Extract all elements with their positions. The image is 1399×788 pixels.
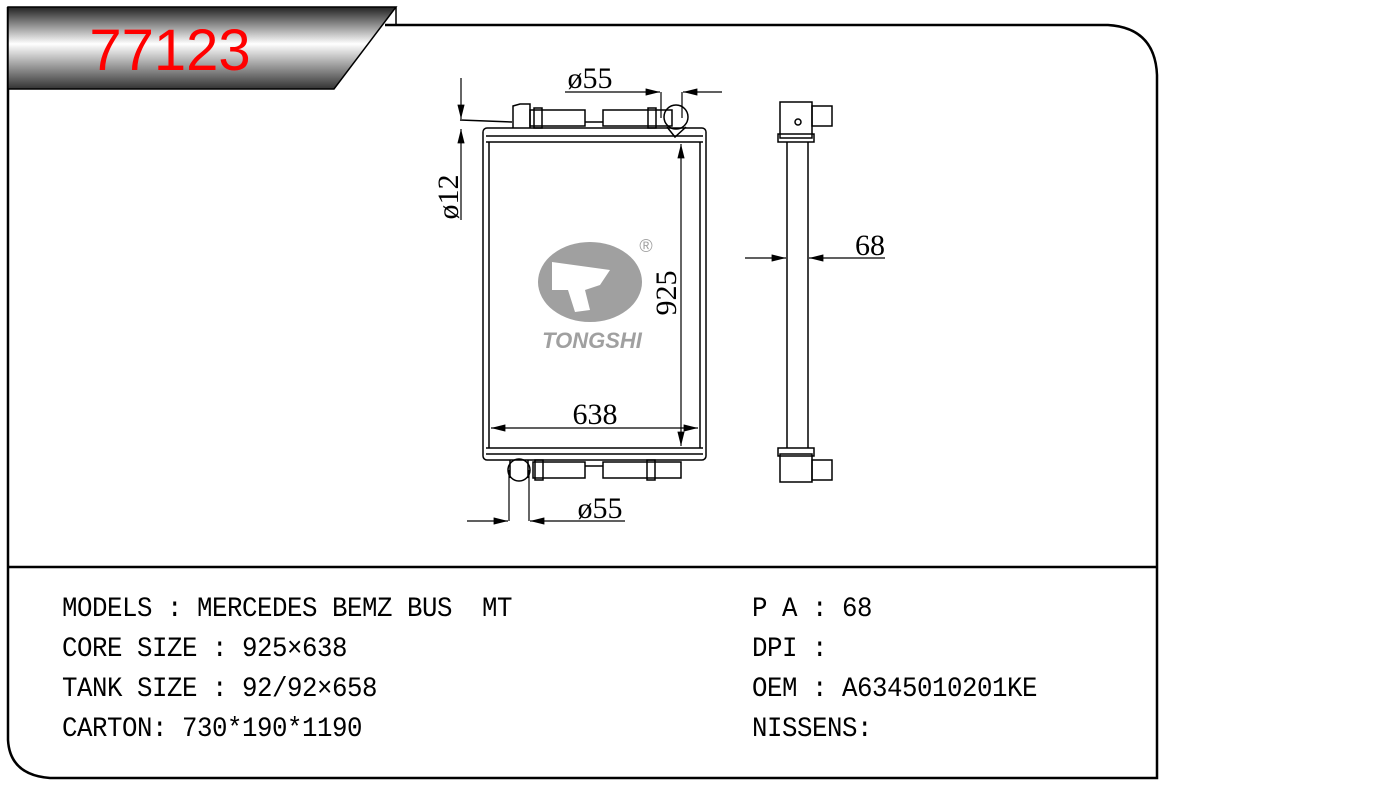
dim-core-height: 925 xyxy=(650,271,683,316)
spec-tank-size: TANK SIZE : 92/92×658 xyxy=(62,674,377,705)
spec-dpi: DPI : xyxy=(752,634,827,665)
spec-nissens: NISSENS: xyxy=(752,714,872,745)
radiator-side-view xyxy=(777,101,833,483)
dim-thickness: 68 xyxy=(855,229,885,262)
part-number-banner: 77123 xyxy=(7,6,398,90)
sheet-frame xyxy=(6,7,1159,780)
dim-small-pipe: ø12 xyxy=(432,175,465,220)
spec-pa: P A : 68 xyxy=(752,594,872,625)
part-number: 77123 xyxy=(89,18,250,83)
svg-text:®: ® xyxy=(639,236,652,256)
dimension-lines xyxy=(457,78,885,525)
dim-bottom-pipe: ø55 xyxy=(578,492,623,525)
dim-core-width: 638 xyxy=(573,398,618,431)
tongshi-logo: TONGSHI ® xyxy=(538,236,653,353)
spec-oem: OEM : A6345010201KE xyxy=(752,674,1037,705)
svg-text:TONGSHI: TONGSHI xyxy=(542,328,643,353)
dim-top-pipe: ø55 xyxy=(568,62,613,95)
spec-core-size: CORE SIZE : 925×638 xyxy=(62,634,347,665)
radiator-front-view xyxy=(459,103,707,482)
spec-carton: CARTON: 730*190*1190 xyxy=(62,714,362,745)
spec-models: MODELS : MERCEDES BEMZ BUS MT xyxy=(62,594,512,625)
